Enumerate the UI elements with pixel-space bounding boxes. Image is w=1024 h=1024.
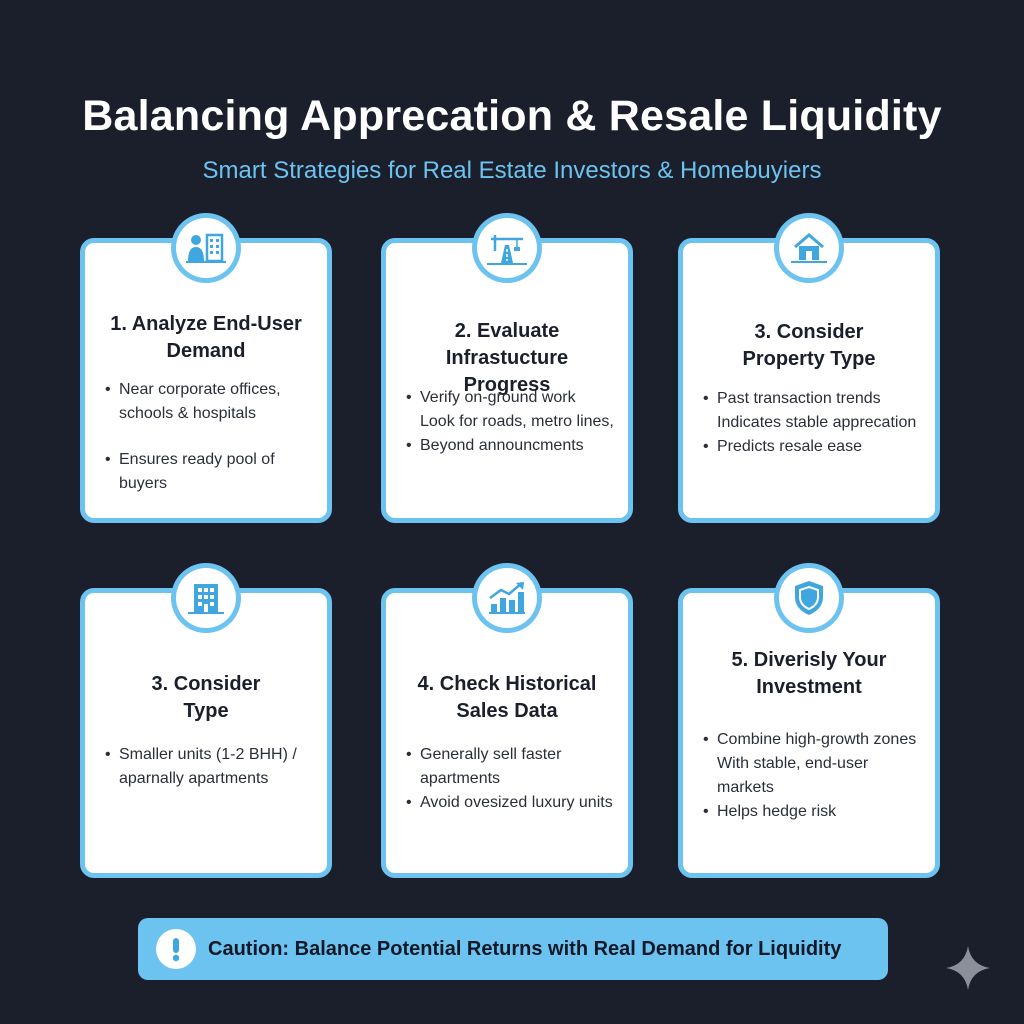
card-analyze-demand: 1. Analyze End-User Demand Near corporat… — [80, 213, 332, 523]
caution-banner: Caution: Balance Potential Returns with … — [138, 918, 888, 980]
bullet-item: Indicates stable apprecation — [717, 414, 917, 431]
card-title: 3. Consider Property Type — [742, 321, 876, 370]
rising-chart-icon — [489, 582, 525, 614]
caution-text: Caution: Balance Potential Returns with … — [208, 937, 842, 960]
bullet-item: Past transaction trends — [701, 387, 927, 411]
people-building-icon — [186, 233, 226, 263]
bullet-item: Look for roads, metro lines, — [420, 413, 614, 430]
card-title: 4. Check Historical Sales Data — [417, 673, 597, 722]
bullet-item: aparnally apartments — [119, 770, 269, 787]
bullet-list: Verify on-ground work Look for roads, me… — [404, 386, 620, 458]
card-title: 5. Diverisly Your Investment — [731, 649, 887, 698]
card-title: 3. Consider Type — [151, 673, 261, 722]
bullet-item: Verify on-ground work — [404, 386, 620, 410]
card-icon-badge — [171, 563, 241, 633]
bullet-item: Ensures ready pool of buyers — [103, 448, 319, 496]
bullet-item: Predicts resale ease — [701, 435, 927, 459]
sparkle-icon — [946, 946, 990, 990]
house-icon — [791, 233, 827, 263]
bullet-list: Smaller units (1-2 BHH) / aparnally apar… — [103, 743, 319, 791]
card-icon-badge — [472, 213, 542, 283]
page-subtitle: Smart Strategies for Real Estate Investo… — [202, 157, 822, 184]
road-construction-icon — [487, 235, 527, 265]
card-icon-badge — [171, 213, 241, 283]
exclamation-icon — [156, 929, 196, 969]
bullet-item: schools & hospitals — [119, 405, 256, 422]
card-title: 1. Analyze End-User Demand — [110, 313, 302, 362]
bullet-item: Generally sell faster — [404, 743, 620, 767]
bullet-item: Beyond announcments — [404, 434, 620, 458]
card-diversify: 5. Diverisly Your Investment Combine hig… — [678, 563, 940, 878]
bullet-item: Combine high-growth zones — [701, 728, 927, 752]
bullet-item: apartments — [420, 770, 501, 787]
bullet-item: Near corporate offices, — [103, 378, 319, 402]
bullet-list: Generally sell faster apartments Avoid o… — [404, 743, 620, 815]
bullet-item: Smaller units (1-2 BHH) / — [103, 743, 319, 767]
card-icon-badge — [774, 213, 844, 283]
apartment-building-icon — [188, 584, 224, 614]
card-infrastructure: 2. Evaluate Infrastucture Progress Verif… — [381, 213, 633, 523]
bullet-list: Past transaction trends Indicates stable… — [701, 387, 927, 459]
bullet-item: Avoid ovesized luxury units — [404, 791, 620, 815]
card-icon-badge — [472, 563, 542, 633]
card-historical-sales: 4. Check Historical Sales Data Generally… — [381, 563, 633, 878]
page-title: Balancing Apprecation & Resale Liquidity — [82, 92, 942, 140]
shield-icon — [795, 581, 823, 615]
bullet-list: Near corporate offices, schools & hospit… — [103, 378, 319, 496]
card-icon-badge — [774, 563, 844, 633]
bullet-item: Helps hedge risk — [701, 800, 927, 824]
bullet-item: With stable, end-user markets — [717, 755, 869, 796]
card-property-type: 3. Consider Property Type Past transacti… — [678, 213, 940, 523]
bullet-list: Combine high-growth zones With stable, e… — [701, 728, 927, 824]
card-consider-type: 3. Consider Type Smaller units (1-2 BHH)… — [80, 563, 332, 878]
